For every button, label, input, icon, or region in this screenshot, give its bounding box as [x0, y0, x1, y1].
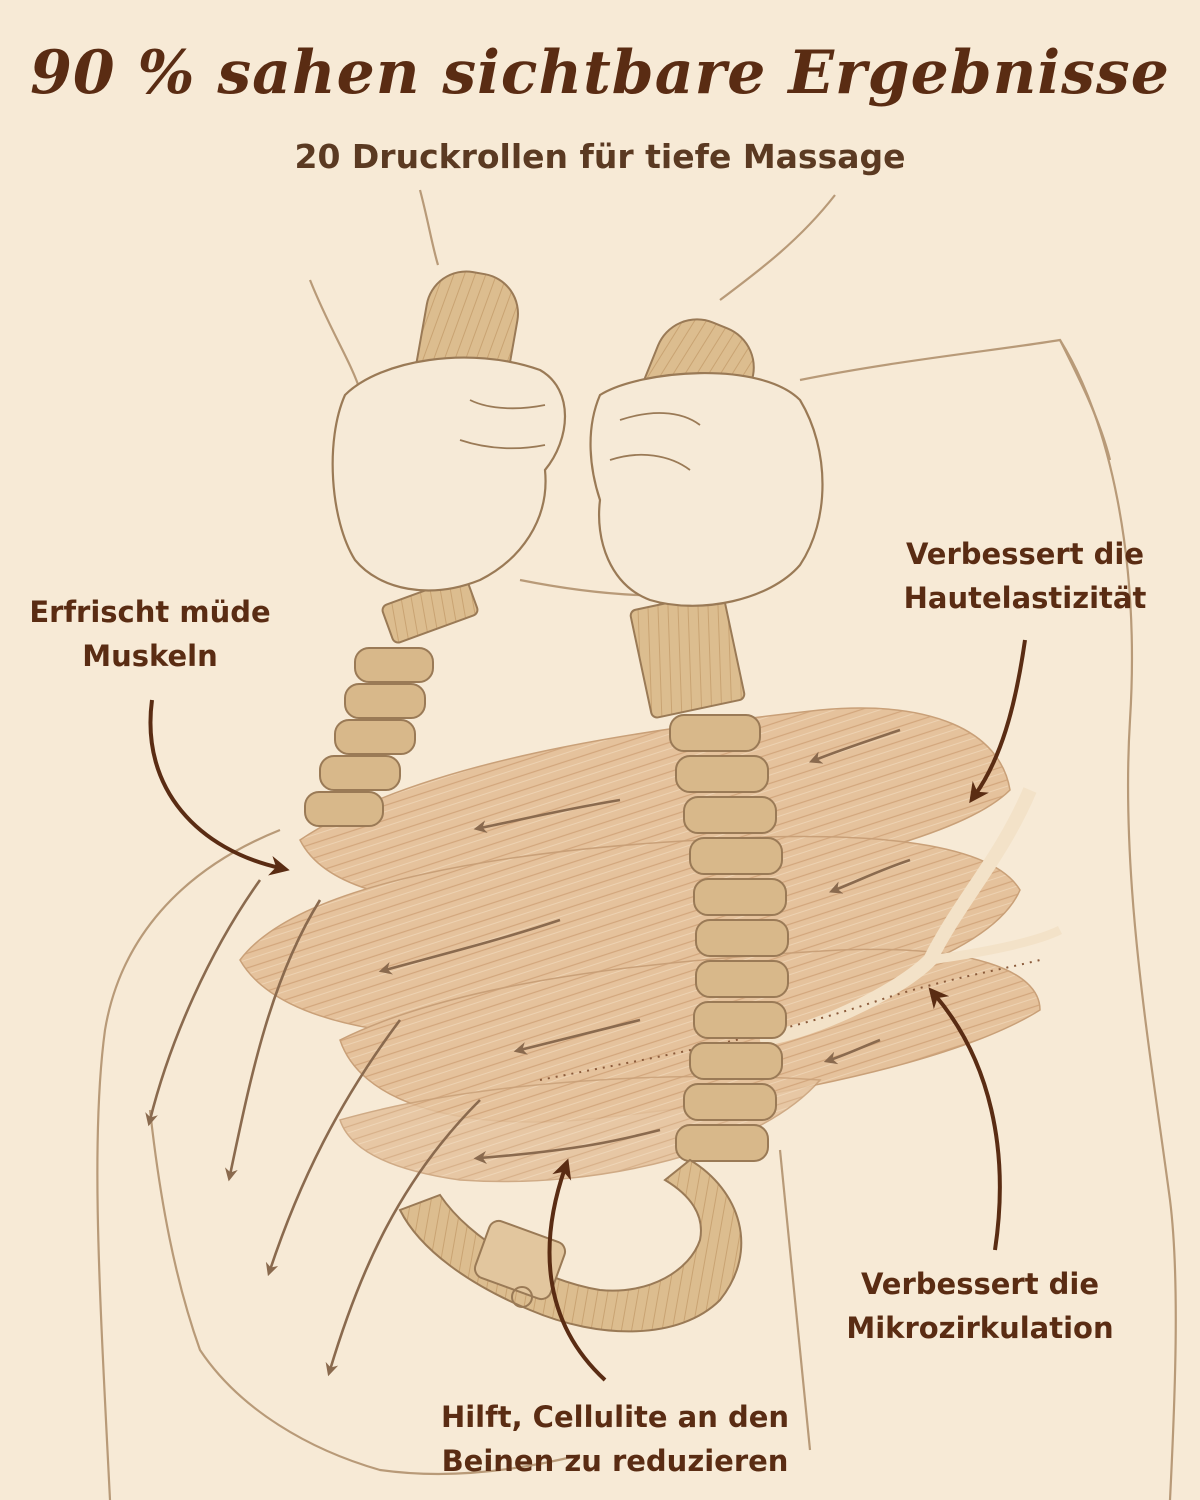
hand-icon [331, 356, 824, 607]
callout-cellulite-line1: Hilft, Cellulite an den [440, 1400, 790, 1434]
callout-elasticity-line1: Verbessert die [905, 537, 1145, 571]
callout-muscles-line1: Erfrischt müde [29, 595, 271, 629]
callout-microcirculation-line1: Verbessert die [860, 1267, 1100, 1301]
capillary-illustration [539, 787, 1063, 1081]
callout-elasticity: Verbessert die Hautelastizität [870, 532, 1180, 620]
page-title: 90 % sahen sichtbare Ergebnisse [30, 38, 1170, 108]
callout-cellulite: Hilft, Cellulite an den Beinen zu reduzi… [400, 1395, 830, 1483]
body-outline [96, 189, 1177, 1500]
flow-arrows [145, 728, 911, 1377]
callout-elasticity-line2: Hautelastizität [903, 581, 1147, 615]
page-subtitle: 20 Druckrollen für tiefe Massage [294, 137, 906, 176]
callout-muscles-line2: Muskeln [82, 639, 218, 673]
callout-cellulite-line2: Beinen zu reduzieren [441, 1444, 789, 1478]
callout-arrows [148, 639, 1027, 1382]
callout-muscles: Erfrischt müde Muskeln [0, 590, 300, 678]
callout-microcirculation: Verbessert die Mikrozirkulation [815, 1262, 1145, 1350]
muscle-illustration [239, 707, 1041, 1183]
callout-microcirculation-line2: Mikrozirkulation [846, 1311, 1114, 1345]
